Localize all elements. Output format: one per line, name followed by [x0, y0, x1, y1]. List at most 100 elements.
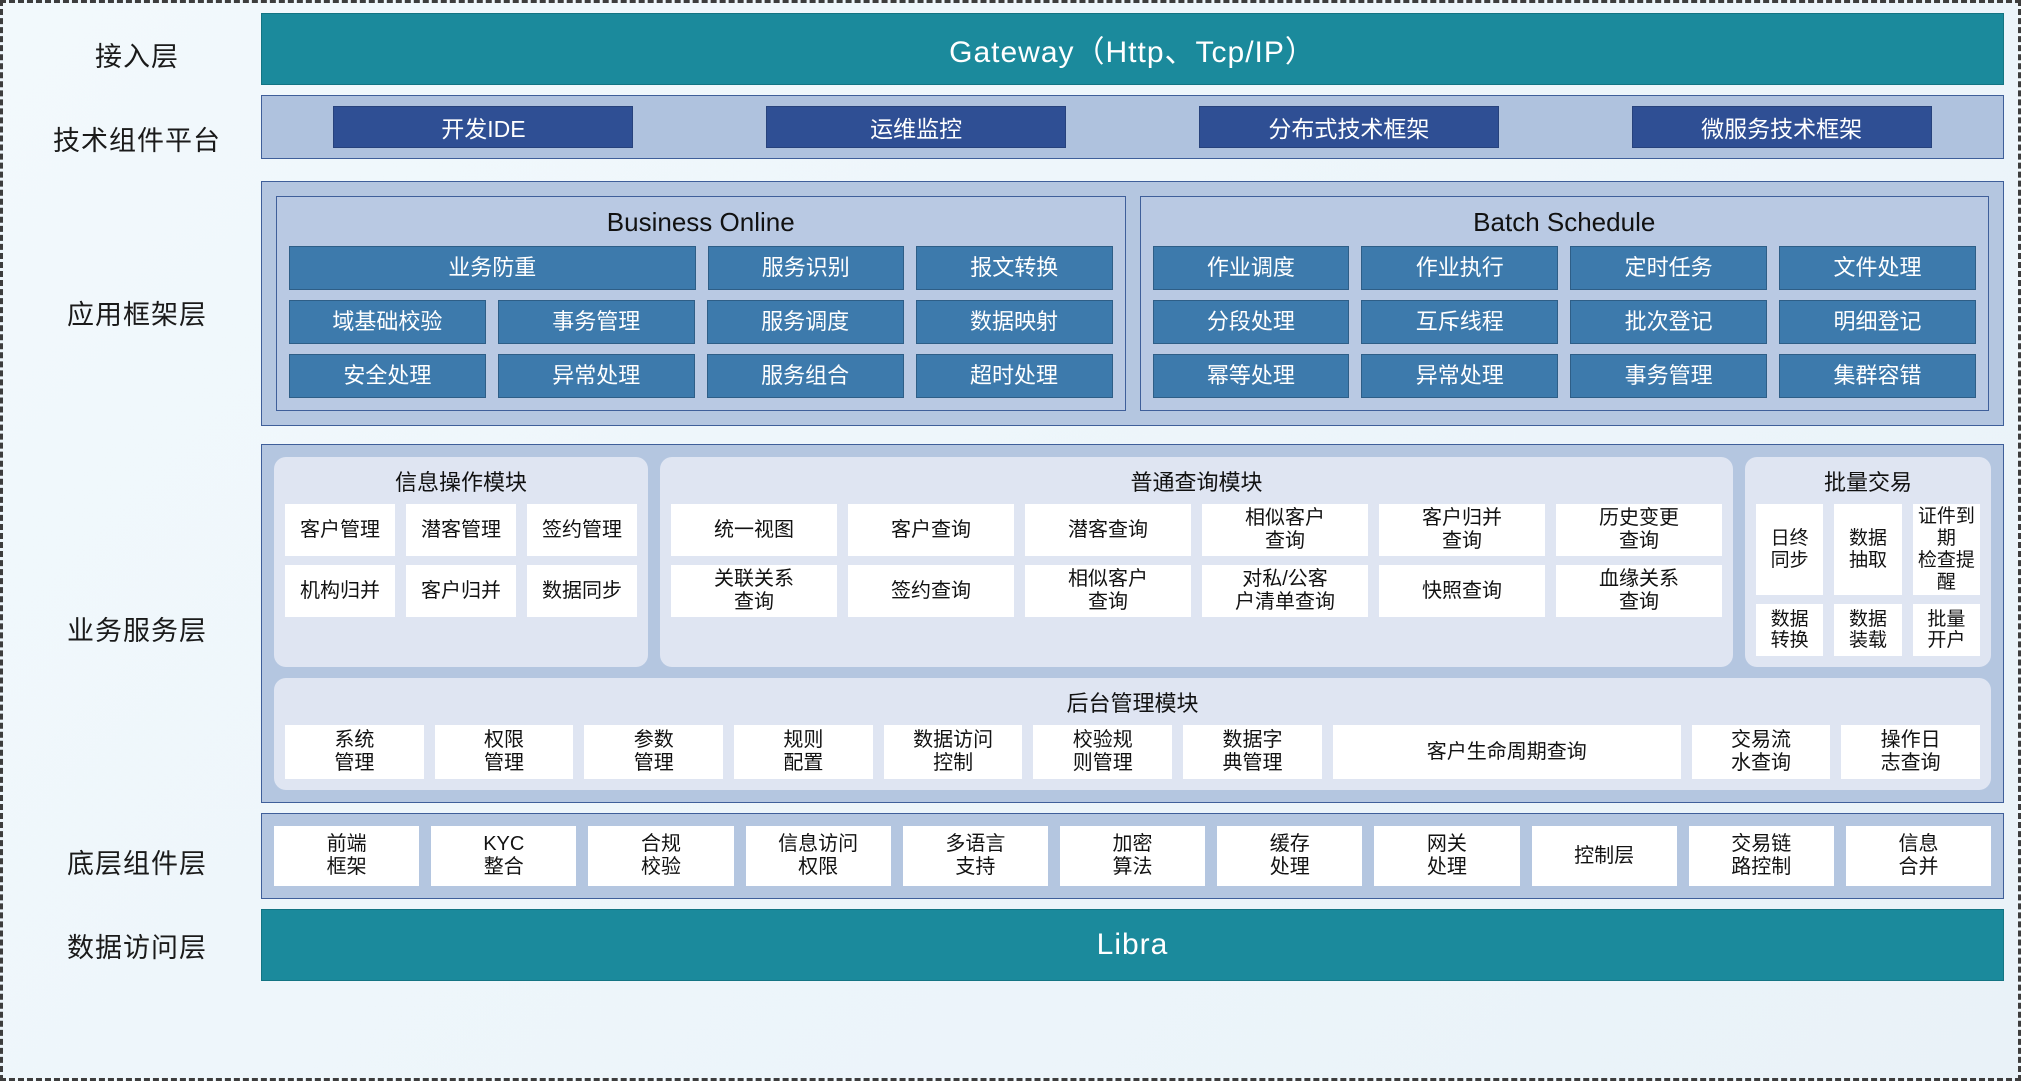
- chip-multilanguage-support[interactable]: 多语言支持: [902, 826, 1048, 887]
- app-chip-mutex-thread[interactable]: 互斥线程: [1361, 300, 1559, 344]
- chip-permission-management[interactable]: 权限管理: [434, 725, 574, 780]
- business-service-top-row: 信息操作模块 客户管理 潜客管理 签约管理 机构归并 客户归并 数据同步: [274, 457, 1991, 668]
- app-chip-timeout-processing[interactable]: 超时处理: [915, 354, 1113, 398]
- chip-prospect-management[interactable]: 潜客管理: [406, 504, 516, 556]
- app-chip-scheduled-task[interactable]: 定时任务: [1570, 246, 1768, 290]
- business-service-panel: 信息操作模块 客户管理 潜客管理 签约管理 机构归并 客户归并 数据同步: [261, 444, 2004, 804]
- tech-item-ops-monitor[interactable]: 运维监控: [766, 106, 1067, 148]
- app-chip-service-identify[interactable]: 服务识别: [707, 246, 905, 290]
- app-chip-job-scheduling[interactable]: 作业调度: [1152, 246, 1350, 290]
- chip-cache-processing[interactable]: 缓存处理: [1217, 826, 1363, 887]
- layer-row-dataaccess: 数据访问层 Libra: [13, 909, 2004, 982]
- module-row: 统一视图 客户查询 潜客查询 相似客户查询 客户归并查询 历史变更查询: [671, 504, 1722, 556]
- app-chip-job-execution[interactable]: 作业执行: [1361, 246, 1559, 290]
- chip-rule-configuration[interactable]: 规则配置: [734, 725, 873, 780]
- chip-snapshot-query[interactable]: 快照查询: [1379, 565, 1545, 617]
- chip-data-loading[interactable]: 数据装载: [1834, 604, 1902, 657]
- chip-lineage-relationship-query[interactable]: 血缘关系查询: [1556, 565, 1722, 617]
- app-grid-business-online: 业务防重 服务识别 报文转换 域基础校验 事务管理 服务调度 数据映射 安全处理: [289, 246, 1113, 398]
- chip-contract-management[interactable]: 签约管理: [527, 504, 637, 556]
- layer-label-bottomcomp: 底层组件层: [67, 848, 207, 879]
- layer-label-dataaccess: 数据访问层: [67, 932, 207, 963]
- gateway-label: Gateway（Http、Tcp/IP）: [949, 36, 1316, 69]
- chip-frontend-framework[interactable]: 前端框架: [274, 826, 420, 887]
- chip-customer-merge-query[interactable]: 客户归并查询: [1379, 504, 1545, 556]
- app-chip-segment-processing[interactable]: 分段处理: [1152, 300, 1350, 344]
- chip-unified-view[interactable]: 统一视图: [671, 504, 837, 556]
- app-chip-message-transform[interactable]: 报文转换: [916, 246, 1113, 290]
- chip-info-merge[interactable]: 信息合并: [1845, 826, 1992, 887]
- app-chip-batch-exception-processing[interactable]: 异常处理: [1361, 354, 1559, 398]
- app-chip-service-composition[interactable]: 服务组合: [706, 354, 904, 398]
- module-grid-backend-admin: 系统管理 权限管理 参数管理 规则配置 数据访问控制 校验规则管理 数据字典管理…: [285, 725, 1980, 780]
- chip-gateway-processing[interactable]: 网关处理: [1374, 826, 1520, 887]
- layer-label-access: 接入层: [95, 41, 179, 72]
- chip-data-transform[interactable]: 数据转换: [1756, 604, 1824, 657]
- chip-end-of-day-sync[interactable]: 日终同步: [1756, 504, 1824, 596]
- chip-similar-customer-query[interactable]: 相似客户查询: [1202, 504, 1368, 556]
- chip-parameter-management[interactable]: 参数管理: [584, 725, 724, 780]
- app-chip-service-scheduling[interactable]: 服务调度: [706, 300, 904, 344]
- chip-relationship-query[interactable]: 关联关系查询: [671, 565, 837, 617]
- tech-item-microservice-framework[interactable]: 微服务技术框架: [1631, 106, 1932, 148]
- app-chip-data-mapping[interactable]: 数据映射: [915, 300, 1113, 344]
- gateway-band[interactable]: Gateway（Http、Tcp/IP）: [261, 13, 2004, 85]
- app-chip-exception-processing[interactable]: 异常处理: [497, 354, 695, 398]
- module-title-backend-admin: 后台管理模块: [1066, 691, 1199, 717]
- chip-compliance-validation[interactable]: 合规校验: [588, 826, 734, 887]
- app-chip-transaction-management[interactable]: 事务管理: [497, 300, 695, 344]
- app-chip-business-dedup[interactable]: 业务防重: [289, 246, 696, 290]
- app-grid-batch-schedule: 作业调度 作业执行 定时任务 文件处理 分段处理 互斥线程 批次登记 明细登记: [1152, 246, 1976, 398]
- chip-contract-query[interactable]: 签约查询: [848, 565, 1014, 617]
- app-chip-security-processing[interactable]: 安全处理: [289, 354, 486, 398]
- app-chip-domain-basic-validation[interactable]: 域基础校验: [289, 300, 486, 344]
- tech-item-distributed-framework[interactable]: 分布式技术框架: [1198, 106, 1499, 148]
- chip-history-change-query[interactable]: 历史变更查询: [1556, 504, 1722, 556]
- app-row: 业务防重 服务识别 报文转换: [289, 246, 1113, 290]
- app-row: 分段处理 互斥线程 批次登记 明细登记: [1152, 300, 1976, 344]
- chip-certificate-expiry-reminder[interactable]: 证件到期检查提醒: [1912, 504, 1980, 596]
- module-grid-batch-transaction: 日终同步 数据抽取 证件到期检查提醒 数据转换 数据装载 批量开户: [1756, 504, 1980, 657]
- chip-data-access-control[interactable]: 数据访问控制: [883, 725, 1023, 780]
- chip-customer-lifecycle-query[interactable]: 客户生命周期查询: [1332, 725, 1681, 780]
- app-chip-batch-registration[interactable]: 批次登记: [1570, 300, 1768, 344]
- chip-system-management[interactable]: 系统管理: [285, 725, 424, 780]
- chip-customer-merge[interactable]: 客户归并: [406, 565, 516, 617]
- chip-prospect-query[interactable]: 潜客查询: [1025, 504, 1191, 556]
- chip-org-merge[interactable]: 机构归并: [285, 565, 395, 617]
- app-chip-batch-transaction-management[interactable]: 事务管理: [1570, 354, 1768, 398]
- module-title-common-query: 普通查询模块: [1130, 470, 1263, 495]
- chip-private-public-customer-list-query[interactable]: 对私/公客户清单查询: [1202, 565, 1368, 617]
- module-batch-transaction: 批量交易 日终同步 数据抽取 证件到期检查提醒 数据转换 数据装载 批量开户: [1745, 457, 1991, 668]
- chip-customer-management[interactable]: 客户管理: [285, 504, 395, 556]
- chip-data-sync[interactable]: 数据同步: [527, 565, 637, 617]
- chip-control-layer[interactable]: 控制层: [1531, 826, 1677, 887]
- chip-data-dictionary-management[interactable]: 数据字典管理: [1183, 725, 1322, 780]
- chip-info-access-permission[interactable]: 信息访问权限: [745, 826, 891, 887]
- chip-similar-customer-query-2[interactable]: 相似客户查询: [1025, 565, 1191, 617]
- layer-row-bizservice: 业务服务层 信息操作模块 客户管理 潜客管理 签约管理 机构归并: [13, 444, 2004, 813]
- app-group-business-online: Business Online 业务防重 服务识别 报文转换 域基础校验 事务管…: [276, 196, 1126, 411]
- app-chip-cluster-fault-tolerance[interactable]: 集群容错: [1779, 354, 1976, 398]
- chip-data-extraction[interactable]: 数据抽取: [1834, 504, 1902, 596]
- module-row: 系统管理 权限管理 参数管理 规则配置 数据访问控制 校验规则管理 数据字典管理…: [285, 725, 1980, 780]
- app-chip-idempotent-processing[interactable]: 幂等处理: [1152, 354, 1350, 398]
- app-chip-detail-registration[interactable]: 明细登记: [1779, 300, 1976, 344]
- chip-batch-account-opening[interactable]: 批量开户: [1912, 604, 1980, 657]
- chip-operation-log-query[interactable]: 操作日志查询: [1841, 725, 1980, 780]
- libra-band[interactable]: Libra: [261, 909, 2004, 982]
- chip-customer-query[interactable]: 客户查询: [848, 504, 1014, 556]
- tech-item-dev-ide[interactable]: 开发IDE: [333, 106, 634, 148]
- app-row: 域基础校验 事务管理 服务调度 数据映射: [289, 300, 1113, 344]
- module-row: 关联关系查询 签约查询 相似客户查询 对私/公客户清单查询 快照查询 血缘关系查…: [671, 565, 1722, 617]
- chip-encryption-algorithm[interactable]: 加密算法: [1059, 826, 1206, 887]
- layer-row-access: 接入层 Gateway（Http、Tcp/IP）: [13, 13, 2004, 95]
- tech-platform-body: 开发IDE 运维监控 分布式技术框架 微服务技术框架: [261, 95, 2004, 181]
- app-chip-file-processing[interactable]: 文件处理: [1779, 246, 1976, 290]
- chip-validation-rule-management[interactable]: 校验规则管理: [1033, 725, 1173, 780]
- chip-transaction-flow-query[interactable]: 交易流水查询: [1691, 725, 1831, 780]
- access-layer-body: Gateway（Http、Tcp/IP）: [261, 13, 2004, 95]
- chip-transaction-chain-control[interactable]: 交易链路控制: [1688, 826, 1834, 887]
